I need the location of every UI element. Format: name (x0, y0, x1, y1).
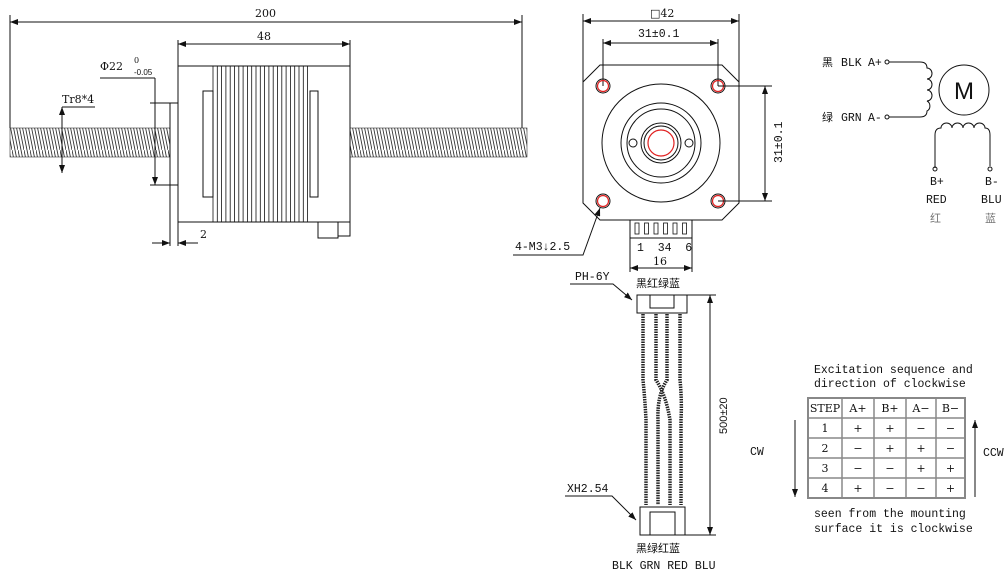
b-plus-phase: B+ (930, 176, 944, 189)
table-cell: + (946, 462, 955, 475)
bottom-connector-label: XH2.54 (567, 483, 609, 496)
table-header-cell: A+ (848, 402, 866, 415)
table-cell: + (853, 422, 862, 435)
stator-fins (212, 66, 309, 222)
table-cell: 3 (822, 462, 829, 475)
side-connector (317, 221, 339, 239)
front-view: □42 31±0.1 31±0.1 1 34 6 16 4-M3↓2.5 (513, 7, 786, 272)
motor-symbol (938, 64, 990, 116)
table-cell: + (916, 462, 925, 475)
excitation-table: Excitation sequence and direction of clo… (750, 364, 1004, 536)
excitation-title-1: Excitation sequence and (814, 364, 973, 377)
boss-outer (601, 83, 721, 203)
shaft (647, 129, 675, 157)
pilot-tol-upper: 0 (134, 56, 139, 65)
ph-connector (636, 294, 688, 314)
front-connector (629, 219, 693, 239)
excitation-title-2: direction of clockwise (814, 378, 966, 391)
hole-spacing-v-dim: 31±0.1 (773, 121, 786, 163)
b-plus-color: RED (926, 194, 947, 207)
table-cell: − (885, 482, 894, 495)
lead-screw-right (349, 127, 528, 158)
pilot-height-dim: 2 (200, 228, 207, 241)
b-plus-cn: 红 (930, 212, 941, 225)
table-cell: − (885, 462, 894, 475)
table-header-cell: B+ (881, 402, 898, 415)
side-connector-tab (337, 221, 351, 237)
connector-pins (634, 222, 687, 235)
wires (641, 314, 684, 505)
frame-size-dim: □42 (650, 7, 674, 20)
wiring-diagram: 黑 BLK A+ 绿 GRN A- M B+ RED 红 B- BLU 蓝 (822, 56, 1002, 225)
table-cell: + (885, 422, 894, 435)
top-connector-label: PH-6Y (575, 271, 610, 284)
side-view: 200 48 Φ22 0 -0.05 Tr8*4 2 (9, 7, 528, 246)
table-cell: − (853, 462, 862, 475)
top-colors-cn: 黑红绿蓝 (636, 276, 680, 290)
motor-symbol-label: M (954, 78, 974, 105)
ccw-label: CCW (983, 447, 1004, 460)
table-cell: − (946, 442, 955, 455)
table-cell: 1 (822, 422, 829, 435)
note-line-1: seen from the mounting (814, 508, 966, 521)
xh-connector (639, 506, 686, 536)
pilot-diameter-dim: Φ22 (100, 60, 123, 73)
motor-body (177, 65, 351, 223)
b-minus-phase: B- (985, 176, 999, 189)
table-header-cell: A− (911, 402, 929, 415)
a-minus-phase: A- (868, 112, 882, 125)
table-cell: + (853, 482, 862, 495)
lead-screw-left (9, 127, 171, 158)
bottom-colors-en: BLK GRN RED BLU (612, 560, 716, 572)
pilot-tol-lower: -0.05 (134, 68, 153, 77)
body-bump-right (309, 90, 319, 198)
mount-holes (595, 78, 726, 209)
motor-faceplate (582, 64, 740, 221)
coil-a (889, 61, 933, 118)
body-length-dim: 48 (257, 30, 271, 43)
connector-width-dim: 16 (653, 255, 667, 268)
cw-label: CW (750, 446, 764, 459)
coil-b (934, 122, 991, 168)
table-header-cell: B− (942, 402, 959, 415)
cable-assembly: PH-6Y 黑红绿蓝 XH2.54 500±20 黑绿红蓝 BLK GRN RE… (565, 271, 730, 572)
table-cell: + (885, 442, 894, 455)
table-cell: − (916, 422, 925, 435)
mount-holes-dim: 4-M3↓2.5 (515, 241, 570, 254)
overall-length-dim: 200 (255, 7, 276, 20)
pin-numbers: 1 34 6 (637, 242, 692, 255)
a-minus-color: GRN (841, 112, 862, 125)
bottom-colors-cn: 黑绿红蓝 (636, 541, 680, 555)
a-plus-phase: A+ (868, 57, 882, 70)
flange (169, 102, 179, 186)
a-plus-color: BLK (841, 57, 862, 70)
table-cell: 4 (822, 482, 829, 495)
hole-spacing-h-dim: 31±0.1 (638, 28, 680, 41)
a-minus-cn: 绿 (822, 110, 833, 124)
table-cell: − (853, 442, 862, 455)
b-minus-color: BLU (981, 194, 1002, 207)
a-plus-cn: 黑 (822, 56, 833, 69)
table-cell: − (946, 422, 955, 435)
body-bump-left (202, 90, 214, 198)
table-cell: 2 (822, 442, 829, 455)
table-cell: − (916, 482, 925, 495)
cable-length-dim: 500±20 (718, 397, 730, 434)
note-line-2: surface it is clockwise (814, 523, 973, 536)
table-cell: + (946, 482, 955, 495)
table-cell: + (916, 442, 925, 455)
screw-spec-dim: Tr8*4 (62, 93, 94, 106)
b-minus-cn: 蓝 (985, 212, 996, 225)
table-header-cell: STEP (810, 402, 841, 415)
